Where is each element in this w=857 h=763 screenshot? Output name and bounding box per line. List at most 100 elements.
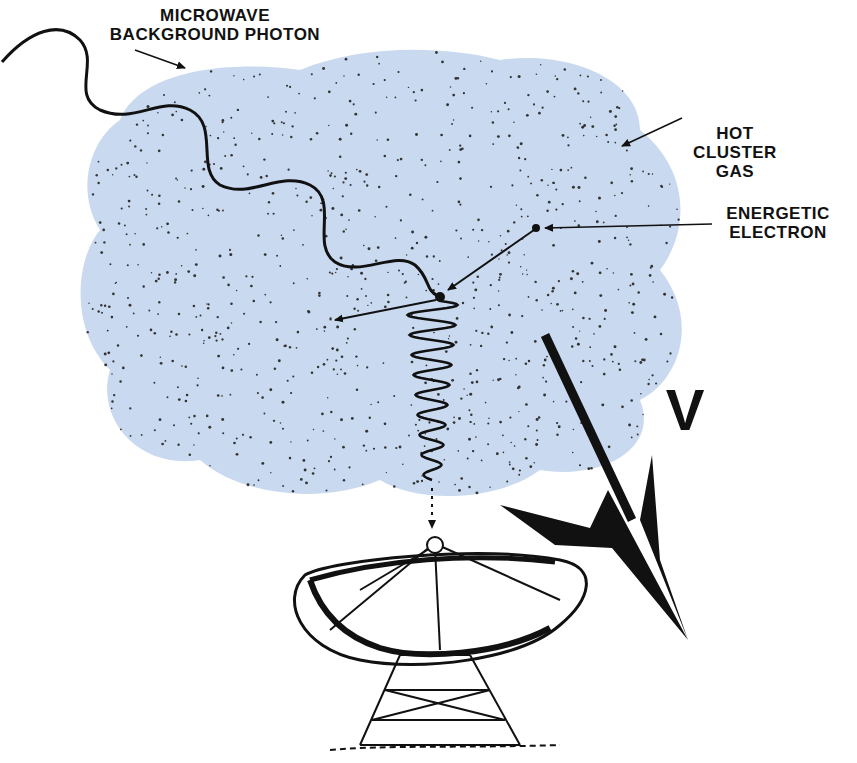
gas-dot [499,273,502,276]
gas-dot [579,330,580,331]
gas-dot [187,233,189,235]
gas-dot [460,397,462,399]
electron-label: ENERGETIC ELECTRON [716,204,840,242]
gas-dot [384,155,387,158]
gas-dot [376,56,378,58]
gas-dot [185,365,188,368]
gas-dot [263,158,265,160]
gas-dot [341,355,344,358]
gas-dot [590,467,593,470]
gas-dot [515,358,517,360]
gas-dot [450,86,451,87]
gas-dot [126,326,128,328]
gas-dot [596,136,597,137]
gas-dot [128,200,131,203]
gas-dot [491,254,493,256]
gas-dot [169,335,171,337]
gas-dot [177,444,179,446]
gas-dot [347,337,349,339]
gas-dot [375,259,378,262]
gas-dot [552,182,554,184]
gas-dot [582,281,584,283]
gas-dot [519,169,521,171]
gas-dot [393,395,395,397]
gas-dot [642,414,643,415]
gas-dot [402,464,404,466]
gas-dot [250,285,253,288]
gas-dot [440,161,442,163]
gas-dot [582,317,585,320]
gas-dot [408,435,410,437]
gas-dot [249,436,251,438]
gas-dot [97,310,99,312]
gas-dot [610,353,613,356]
gas-dot [458,161,461,164]
gas-dot [129,140,131,142]
gas-dot [292,375,294,377]
gas-dot [600,92,602,94]
gas-dot [151,272,152,273]
gas-dot [253,75,255,77]
gas-dot [346,295,348,297]
gas-dot [243,313,245,315]
gas-dot [649,274,652,277]
gas-dot [631,180,633,182]
gas-dot [629,285,631,287]
gas-dot [134,233,136,235]
gas-dot [452,94,455,97]
gas-dot [378,63,380,65]
gas-dot [491,111,492,112]
gas-dot [451,379,454,382]
gas-dot [558,280,560,282]
gas-dot [536,194,539,197]
gas-dot [599,294,602,297]
gas-dot [146,162,147,163]
gas-dot [480,345,482,347]
gas-dot [178,398,181,401]
gas-dot [258,479,260,481]
gas-dot [587,101,589,103]
gas-dot [95,242,97,244]
gas-dot [259,73,261,75]
gas-dot [655,382,657,384]
gas-dot [334,469,336,471]
gas-dot [363,181,365,183]
gas-dot [177,386,179,388]
gas-dot [365,430,368,433]
gas-dot [158,149,161,152]
gas-dot [524,158,526,160]
gas-dot [290,136,292,138]
gas-dot [261,462,264,465]
gas-dot [458,417,461,420]
gas-dot [533,103,535,105]
gas-dot [378,186,381,189]
gas-dot [415,133,418,136]
gas-dot [102,229,105,232]
gas-dot [370,302,372,304]
gas-dot [129,244,131,246]
gas-dot [271,133,273,135]
gas-dot [665,242,667,244]
gas-dot [345,172,347,174]
gas-dot [257,234,259,236]
gas-dot [612,361,614,363]
gas-dot [498,279,500,281]
gas-dot [404,282,406,284]
gas-dot [353,307,355,309]
gas-dot [637,434,639,436]
gas-dot [515,374,517,376]
gas-dot [384,305,387,308]
gas-dot [411,361,414,364]
gas-dot [526,269,527,270]
gas-dot [253,484,255,486]
gas-dot [506,254,508,256]
gas-dot [619,368,622,371]
gas-dot [491,326,494,329]
gas-dot [457,450,459,452]
gas-dot [350,133,352,135]
radio-telescope [294,537,586,750]
gas-dot [400,158,403,161]
gas-dot [575,337,578,340]
gas-dot [216,316,218,318]
gas-dot [509,417,511,419]
